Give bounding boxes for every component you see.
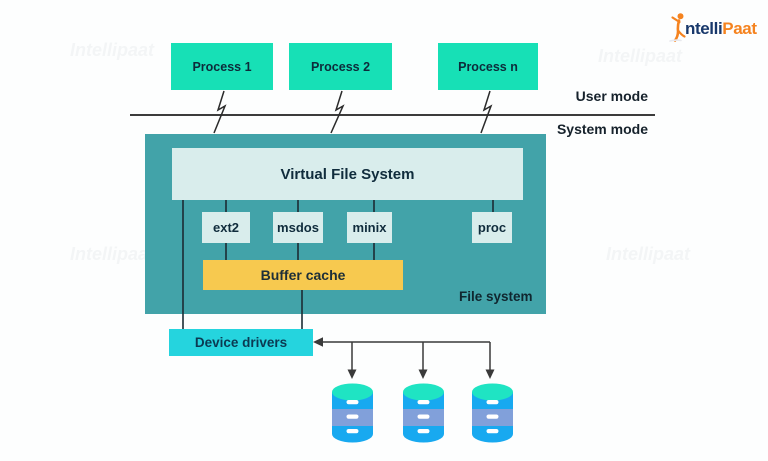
lightning-connector-processn bbox=[480, 90, 493, 134]
process-n-box: Process n bbox=[438, 43, 538, 90]
process-1-box: Process 1 bbox=[171, 43, 273, 90]
person-icon bbox=[669, 13, 686, 42]
device-drivers-box: Device drivers bbox=[169, 329, 313, 356]
database-cylinder-icon bbox=[472, 383, 513, 443]
arrowhead-down bbox=[485, 369, 495, 379]
watermark: Intellipaat bbox=[606, 244, 691, 264]
process-2-box: Process 2 bbox=[289, 43, 392, 90]
system-mode-label: System mode bbox=[556, 121, 648, 137]
virtual-file-system-box: Virtual File System bbox=[172, 148, 523, 200]
arrowhead-down bbox=[418, 369, 428, 379]
watermark: Intellipaat bbox=[70, 40, 155, 60]
user-mode-label: User mode bbox=[575, 88, 648, 104]
lightning-connector-process1 bbox=[213, 90, 227, 134]
watermark: Intellipaat bbox=[598, 46, 683, 66]
arrowhead-left bbox=[313, 337, 323, 347]
logo-text-orange: Paat bbox=[722, 19, 757, 38]
fs-type-proc-box: proc bbox=[472, 212, 512, 243]
mode-separator-line bbox=[130, 114, 655, 116]
lightning-connector-process2 bbox=[330, 90, 345, 134]
buffer-cache-box: Buffer cache bbox=[203, 260, 403, 290]
disk-top bbox=[472, 383, 513, 401]
file-system-label: File system bbox=[459, 289, 533, 304]
fs-type-msdos-box: msdos bbox=[273, 212, 323, 243]
watermark: Intellipaat bbox=[70, 244, 155, 264]
file-system-container: Virtual File System ext2 msdos minix pro… bbox=[145, 134, 546, 314]
disk-top bbox=[332, 383, 373, 401]
disk-top bbox=[403, 383, 444, 401]
fs-type-minix-box: minix bbox=[347, 212, 392, 243]
intellipaat-logo: ntelli Paat bbox=[668, 10, 757, 42]
database-cylinder-icon bbox=[332, 383, 373, 443]
fs-type-ext2-box: ext2 bbox=[202, 212, 250, 243]
database-cylinder-icon bbox=[403, 383, 444, 443]
arrowhead-down bbox=[347, 369, 357, 379]
logo-text-blue: ntelli bbox=[685, 19, 723, 38]
